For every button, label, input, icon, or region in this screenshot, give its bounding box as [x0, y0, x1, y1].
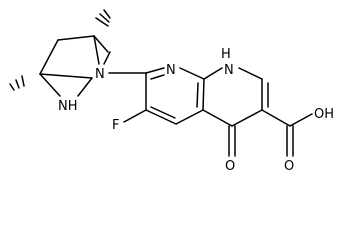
bond-top-to-ch2-left — [57, 35, 95, 41]
bond-c8a-c4a — [202, 78, 205, 111]
bond-c6-f — [123, 109, 147, 123]
bond-c4-c4a — [202, 109, 233, 127]
atom-oxygen-ketone: O — [225, 159, 235, 174]
bond-c3-c4 — [231, 109, 263, 127]
atom-nh-ring: NH — [58, 99, 78, 114]
bond-n-to-ch2-right — [103, 51, 111, 65]
bond-bottom-to-nh — [39, 73, 61, 97]
bond-c5-c6-double — [150, 106, 176, 119]
bond-nh-to-ch2 — [77, 77, 93, 97]
atom-fluorine: F — [112, 118, 119, 133]
bicyclic-amine-bonds — [9, 9, 111, 97]
bond-n1-c2 — [238, 67, 263, 80]
bond-ch2-left-to-bottom — [39, 39, 59, 75]
atom-oxygen-acid-co: O — [284, 159, 294, 174]
atom-labels: NH N N H N F O OH O — [58, 47, 334, 174]
stereo-hash-top-2 — [99, 13, 110, 23]
bond-c3-cooh — [261, 109, 291, 127]
bond-c8a-n1 — [203, 67, 223, 80]
bond-top-to-ch2-right — [93, 35, 109, 53]
bond-c7-n8-double — [150, 74, 165, 80]
stereo-hash-top-1 — [103, 9, 111, 19]
atom-h-pyridone: H — [221, 47, 231, 62]
stereo-hash-bottom-2 — [15, 79, 20, 89]
bond-top-bridge-to-n — [93, 35, 100, 65]
bond-bottom-to-ch2-bridge — [39, 73, 93, 79]
bond-c4a-c5 — [175, 109, 204, 125]
stereo-hash-bottom-1 — [9, 83, 15, 91]
bond-c8a-c4a-double — [196, 82, 199, 108]
atom-n-bicyclic: N — [95, 67, 105, 82]
stereo-hash-top-3 — [95, 17, 109, 27]
bond-n8-c8a — [179, 67, 205, 80]
atom-n-pyridine: N — [166, 63, 176, 78]
bond-c7-n8 — [145, 67, 165, 74]
molecule-structure-diagram: NH N N H N F O OH O — [9, 9, 334, 174]
stereo-hash-bottom-3 — [21, 75, 25, 87]
bond-cooh-oh — [289, 113, 313, 127]
atom-oxygen-acid-oh: OH — [314, 107, 334, 122]
naphthyridine-bonds — [108, 67, 313, 157]
bond-c5-c6 — [145, 109, 177, 125]
atom-n-pyridone: N — [224, 63, 234, 78]
